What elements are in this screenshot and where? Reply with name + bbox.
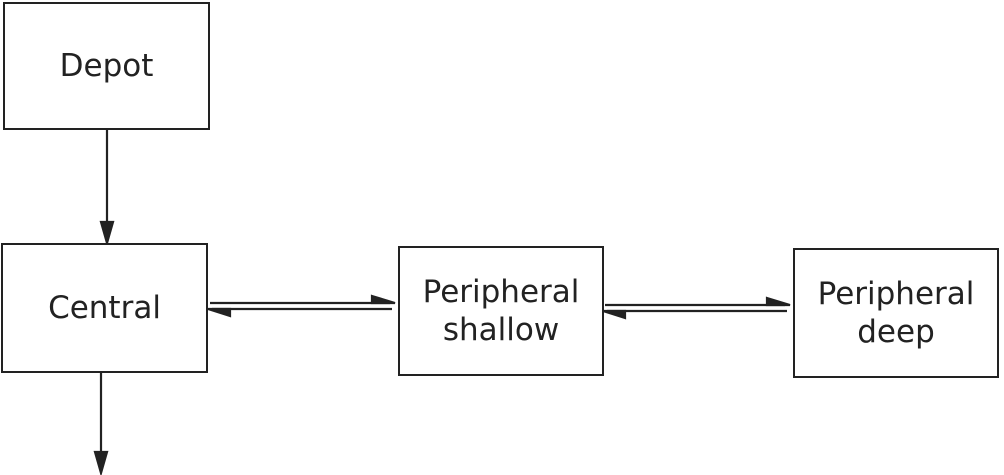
central-label: Central xyxy=(48,290,161,326)
peripheral-deep-label-line2: deep xyxy=(857,314,935,350)
central-compartment: Central xyxy=(1,243,208,373)
peripheral-deep-label-line1: Peripheral xyxy=(817,276,975,312)
peripheral-deep-compartment: Peripheral deep xyxy=(793,248,999,378)
peripheral-shallow-label-line2: shallow xyxy=(442,312,560,348)
arrowhead xyxy=(93,450,109,475)
half-arrowhead xyxy=(602,309,627,320)
peripheral-shallow-compartment: Peripheral shallow xyxy=(398,246,604,376)
peripheral-shallow-label-line1: Peripheral xyxy=(422,274,580,310)
depot-compartment: Depot xyxy=(3,2,210,130)
half-arrowhead xyxy=(370,294,396,305)
arrowhead xyxy=(99,220,115,248)
depot-label: Depot xyxy=(59,48,154,84)
half-arrowhead xyxy=(207,307,232,318)
half-arrowhead xyxy=(765,296,791,307)
